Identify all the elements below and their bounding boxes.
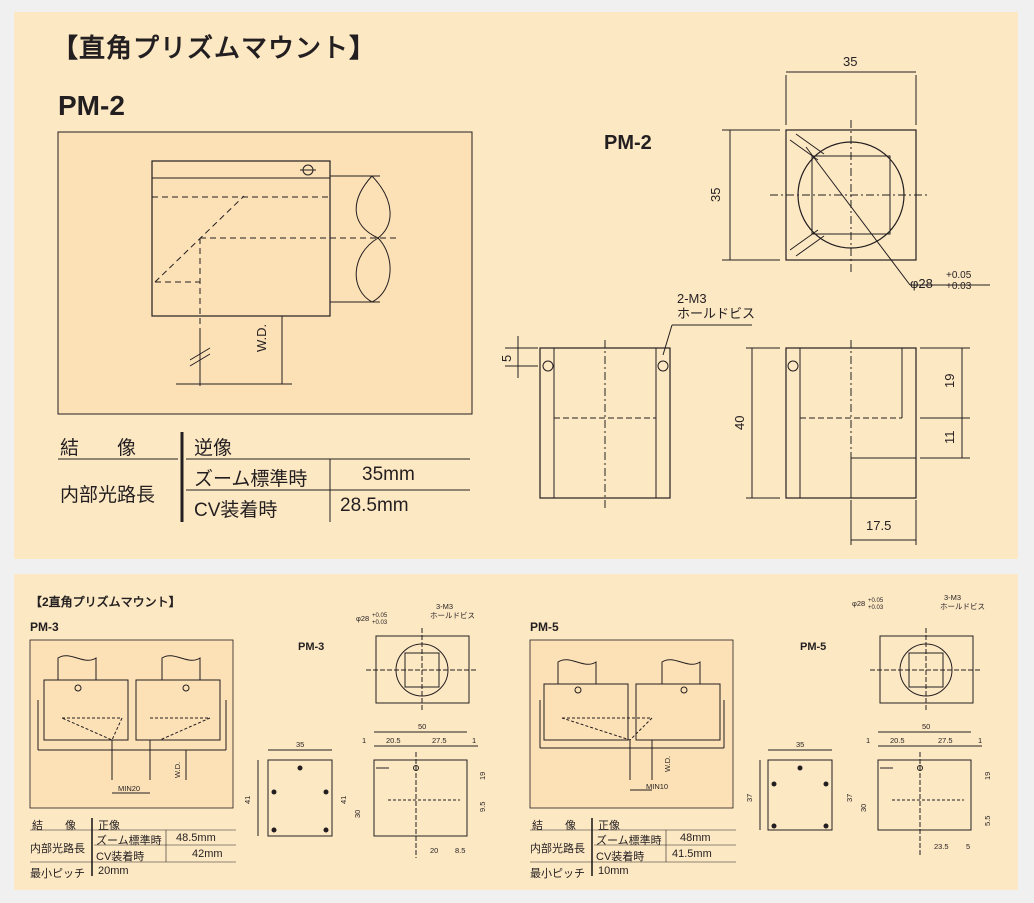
- pm3-table-key-cv: CV装着時: [96, 851, 145, 863]
- pm5-h37b: 37: [845, 794, 854, 802]
- pm3-diameter: φ28: [356, 614, 369, 623]
- pm3-w50: 50: [418, 722, 426, 731]
- pm5-min-label: MIN10: [646, 782, 668, 791]
- pm5-w1b: 1: [978, 736, 982, 745]
- pm3-w35: 35: [296, 740, 304, 749]
- pm3-w1a: 1: [362, 736, 366, 745]
- dim-screw: 2-M3: [677, 291, 707, 306]
- dim-height-35: 35: [708, 188, 723, 202]
- pm5-tol-minus: +0.03: [868, 605, 884, 611]
- pm5-table-label-image: 結 像: [532, 820, 576, 832]
- dim-width-35: 35: [843, 54, 857, 69]
- pm3-w8-5: 8.5: [455, 846, 465, 855]
- pm5-h5-5: 5.5: [983, 816, 992, 826]
- dim-17-5: 17.5: [866, 518, 891, 533]
- pm3-h41: 41: [243, 796, 252, 804]
- drawing-label: PM-2: [604, 132, 652, 154]
- dim-tol-plus: +0.05: [946, 270, 972, 281]
- dim-tol-minus: +0.03: [946, 281, 972, 292]
- pm5-table-value-image: 正像: [598, 820, 620, 832]
- pm3-screw-type: ホールドビス: [430, 611, 475, 620]
- pm5-drawing-label: PM-5: [800, 641, 827, 653]
- pm5-w20-5: 20.5: [890, 736, 905, 745]
- dim-screw-type: ホールドビス: [677, 306, 755, 321]
- pm5-w5: 5: [966, 842, 970, 851]
- pm3-w20: 20: [430, 846, 438, 855]
- pm3-table-label-image: 結 像: [32, 820, 76, 832]
- pm3-screw: 3-M3: [436, 602, 453, 611]
- table-value-zoom: 35mm: [362, 464, 415, 485]
- pm5-table-key-zoom: ズーム標準時: [596, 835, 662, 847]
- pm3-w27-5: 27.5: [432, 736, 447, 745]
- pm5-heading: PM-5: [530, 620, 559, 634]
- pm5-screw-type: ホールドビス: [940, 602, 985, 611]
- pm3-table-key-zoom: ズーム標準時: [96, 835, 162, 847]
- pm3-h19: 19: [478, 772, 487, 780]
- table-key-zoom: ズーム標準時: [194, 469, 308, 490]
- dim-diameter: φ28: [910, 276, 933, 291]
- table-key-cv: CV装着時: [194, 500, 278, 521]
- pm5-h37: 37: [745, 794, 754, 802]
- pm3-table-value-cv: 42mm: [192, 848, 223, 860]
- dim-5: 5: [499, 355, 514, 362]
- table-value-image: 逆像: [194, 438, 233, 459]
- model-heading: PM-2: [58, 90, 125, 121]
- pm5-w35: 35: [796, 740, 804, 749]
- pm3-table-label-path: 内部光路長: [30, 843, 85, 855]
- table-label-image: 結 像: [60, 438, 137, 459]
- pm3-tol-plus: +0.05: [372, 613, 388, 619]
- pm3-tol-minus: +0.03: [372, 620, 388, 626]
- pm5-h19: 19: [983, 772, 992, 780]
- pm5-w1a: 1: [866, 736, 870, 745]
- pm3-h30: 30: [353, 810, 362, 818]
- section-title: 【直角プリズムマウント】: [52, 33, 377, 63]
- pm3-wd-label: W.D.: [173, 762, 182, 778]
- pm5-diameter: φ28: [852, 599, 865, 608]
- pm5-table-key-cv: CV装着時: [596, 851, 645, 863]
- bottom-title: 【2直角プリズムマウント】: [30, 595, 181, 609]
- dim-11: 11: [942, 431, 957, 445]
- pm3-table-value-image: 正像: [98, 820, 120, 832]
- pm5-w50: 50: [922, 722, 930, 731]
- pm5-tol-plus: +0.05: [868, 598, 884, 604]
- pm5-screw: 3-M3: [944, 593, 961, 602]
- pm5-wd-label: W.D.: [663, 756, 672, 772]
- pm3-w1b: 1: [472, 736, 476, 745]
- pm5-w23-5: 23.5: [934, 842, 949, 851]
- dim-19: 19: [942, 374, 957, 388]
- pm5-h30: 30: [859, 804, 868, 812]
- pm3-heading: PM-3: [30, 620, 59, 634]
- pm3-table-value-pitch: 20mm: [98, 865, 129, 877]
- pm3-min-label: MIN20: [118, 784, 140, 793]
- dim-40: 40: [732, 416, 747, 430]
- pm5-w27-5: 27.5: [938, 736, 953, 745]
- pm5-table-label-path: 内部光路長: [530, 843, 585, 855]
- pm3-h41b: 41: [339, 796, 348, 804]
- table-value-cv: 28.5mm: [340, 495, 409, 516]
- pm3-h9-5: 9.5: [478, 802, 487, 812]
- pm5-table-value-cv: 41.5mm: [672, 848, 712, 860]
- pm3-w20-5: 20.5: [386, 736, 401, 745]
- pm3-table-value-zoom: 48.5mm: [176, 832, 216, 844]
- pm3-table-label-pitch: 最小ピッチ: [30, 868, 85, 880]
- pm3-drawing-label: PM-3: [298, 641, 325, 653]
- wd-label: W.D.: [254, 324, 269, 352]
- table-label-path: 内部光路長: [60, 485, 156, 506]
- pm5-table-value-zoom: 48mm: [680, 832, 711, 844]
- pm5-table-label-pitch: 最小ピッチ: [530, 868, 585, 880]
- pm5-table-value-pitch: 10mm: [598, 865, 629, 877]
